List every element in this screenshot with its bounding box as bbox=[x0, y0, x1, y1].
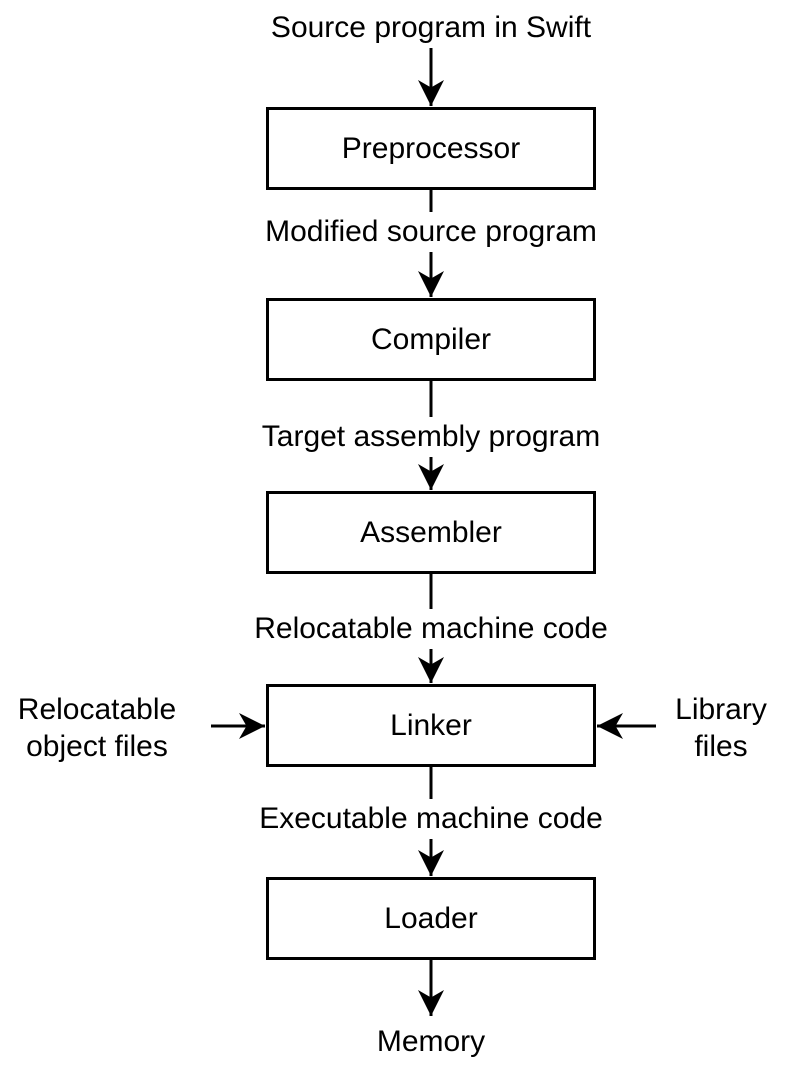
box-assembler-label: Assembler bbox=[360, 515, 502, 549]
linker-input-library-files-label: Library files bbox=[671, 691, 771, 765]
linker-input-relocatable-object-files-label: Relocatable object files bbox=[13, 691, 181, 765]
box-assembler: Assembler bbox=[266, 491, 596, 574]
box-compiler: Compiler bbox=[266, 298, 596, 381]
box-preprocessor: Preprocessor bbox=[266, 107, 596, 190]
box-preprocessor-label: Preprocessor bbox=[341, 131, 521, 165]
edge-label-relocatable-machine-code: Relocatable machine code bbox=[246, 609, 616, 649]
box-linker: Linker bbox=[266, 684, 596, 767]
source-program-label: Source program in Swift bbox=[262, 8, 600, 48]
box-loader-label: Loader bbox=[384, 901, 478, 935]
edge-label-modified-source-program: Modified source program bbox=[257, 212, 605, 252]
box-linker-label: Linker bbox=[390, 708, 472, 742]
box-loader: Loader bbox=[266, 877, 596, 960]
memory-label: Memory bbox=[368, 1022, 494, 1062]
box-compiler-label: Compiler bbox=[370, 322, 492, 356]
edge-label-executable-machine-code: Executable machine code bbox=[251, 799, 611, 839]
edge-label-target-assembly-program: Target assembly program bbox=[253, 417, 609, 457]
